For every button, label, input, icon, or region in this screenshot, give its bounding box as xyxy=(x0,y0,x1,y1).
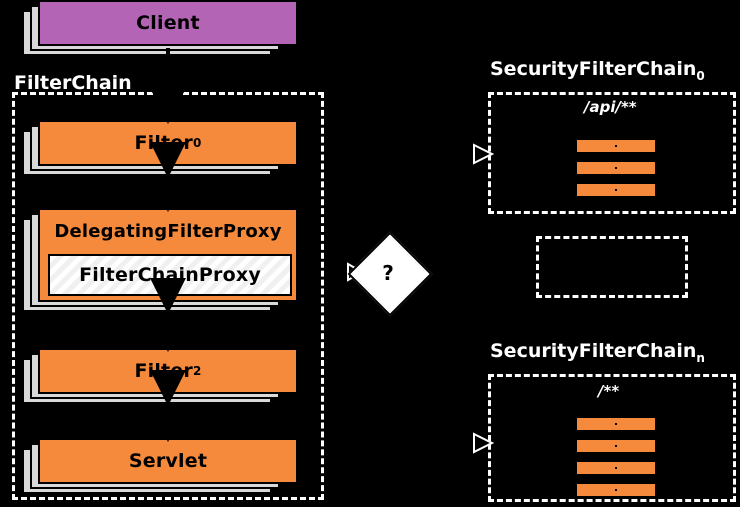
securityfilterchainn-subscript: n xyxy=(696,350,705,365)
securityfilterchain0-bar-3[interactable] xyxy=(575,182,657,198)
securityfilterchain0-pattern: /api/** xyxy=(584,98,637,116)
securityfilterchainn-label: SecurityFilterChainn xyxy=(490,340,705,365)
node-filter0-subscript: 0 xyxy=(192,136,202,150)
node-servlet[interactable]: Servlet xyxy=(38,438,298,484)
securityfilterchainn-bar-4[interactable] xyxy=(575,482,657,498)
securityfilterchain0-bar-1[interactable] xyxy=(575,138,657,154)
middle-empty-container xyxy=(536,236,688,298)
securityfilterchainn-pattern: /** xyxy=(598,382,620,400)
filterchain-label: FilterChain xyxy=(14,72,132,94)
decision-label: ? xyxy=(382,261,394,285)
node-filter2-subscript: 2 xyxy=(192,364,202,378)
pointer-triangle-chain0 xyxy=(473,143,495,165)
node-client[interactable]: Client xyxy=(38,0,298,46)
securityfilterchain0-subscript: 0 xyxy=(696,68,705,83)
node-delegatingfilterproxy-label: DelegatingFilterProxy xyxy=(54,220,282,242)
securityfilterchain0-title: SecurityFilterChain xyxy=(490,58,697,80)
pointer-triangle-chainn xyxy=(473,432,495,454)
securityfilterchainn-title: SecurityFilterChain xyxy=(490,340,697,362)
securityfilterchainn-bar-3[interactable] xyxy=(575,460,657,476)
securityfilterchain0-container xyxy=(488,92,736,214)
securityfilterchainn-bar-1[interactable] xyxy=(575,416,657,432)
node-client-label: Client xyxy=(136,12,200,34)
securityfilterchain0-bar-2[interactable] xyxy=(575,160,657,176)
securityfilterchainn-bar-2[interactable] xyxy=(575,438,657,454)
node-servlet-label: Servlet xyxy=(128,450,208,472)
node-filterchainproxy-label: FilterChainProxy xyxy=(79,264,261,286)
securityfilterchainn-container xyxy=(488,374,736,502)
securityfilterchain0-label: SecurityFilterChain0 xyxy=(490,58,705,83)
